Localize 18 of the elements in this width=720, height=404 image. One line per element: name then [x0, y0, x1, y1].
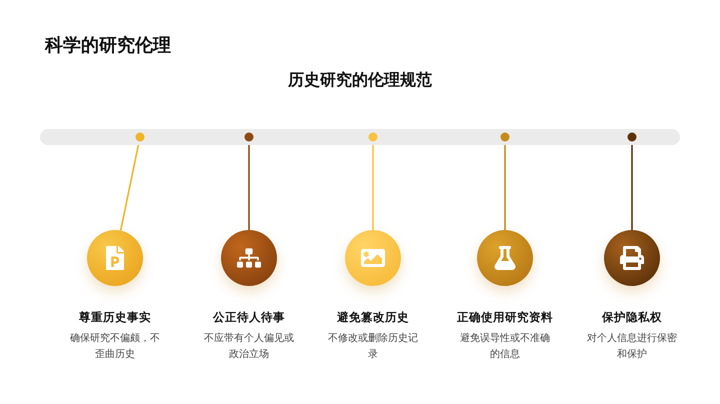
timeline-dot	[244, 132, 254, 142]
section-heading: 历史研究的伦理规范	[286, 70, 433, 91]
timeline-dot	[628, 132, 636, 142]
item-heading: 公正待人待事	[213, 310, 285, 325]
timeline-bar	[40, 129, 680, 145]
timeline-dot	[368, 132, 378, 142]
item-heading: 正确使用研究资料	[457, 310, 553, 325]
item-description: 不修改或删除历史记录	[327, 332, 419, 362]
item-description: 不应带有个人偏见或政治立场	[203, 332, 295, 362]
page-title: 科学的研究伦理	[45, 34, 171, 57]
item-description: 确保研究不偏颇，不歪曲历史	[69, 332, 161, 362]
item-description: 避免误导性或不准确的信息	[459, 332, 551, 362]
item-heading: 保护隐私权	[602, 310, 662, 325]
timeline-dot	[500, 132, 510, 142]
item-heading: 尊重历史事实	[79, 310, 151, 325]
item-description: 对个人信息进行保密和保护	[586, 332, 678, 362]
timeline-dot	[136, 132, 144, 142]
item-heading: 避免篡改历史	[337, 310, 409, 325]
